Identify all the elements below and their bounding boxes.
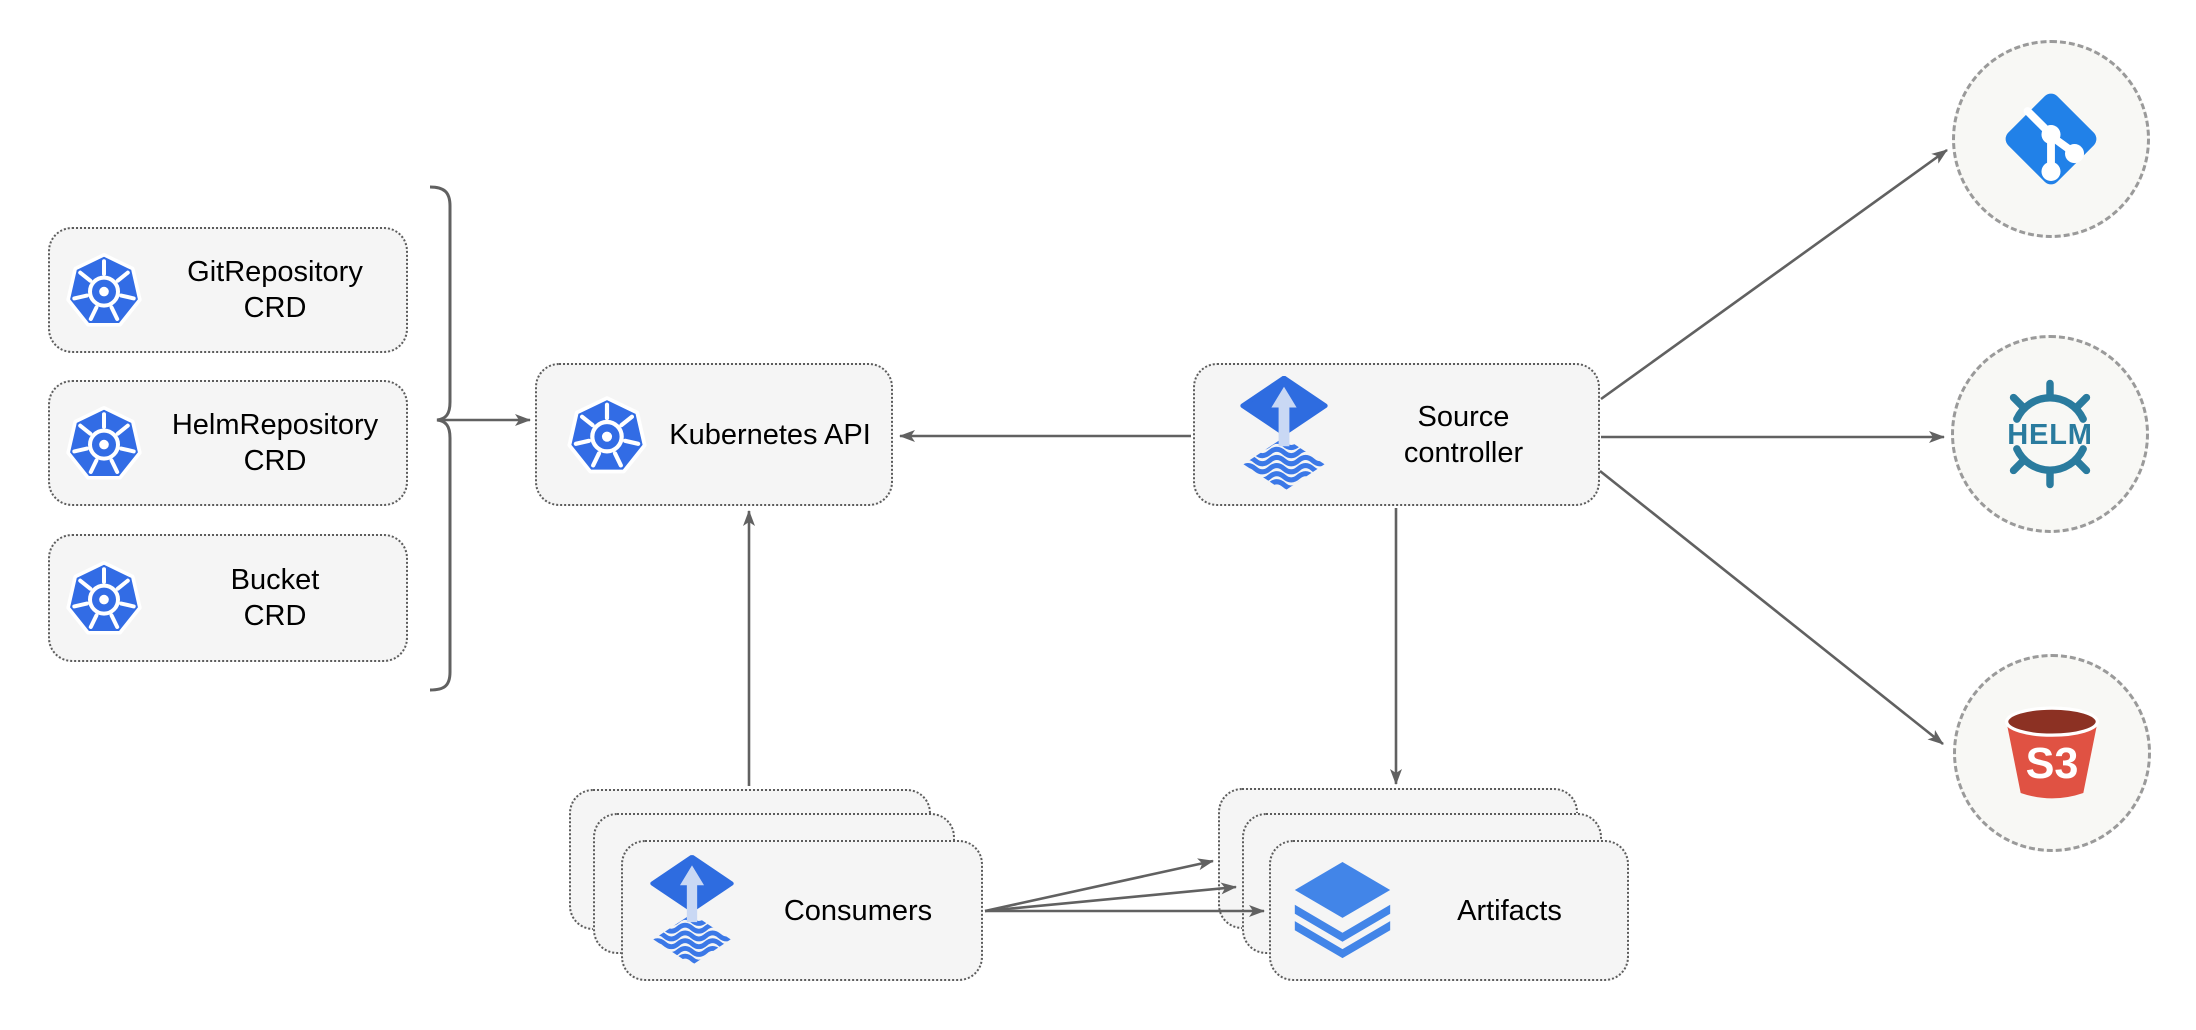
node-label-line: Artifacts [1457,894,1562,927]
crd-group-bracket [429,185,452,692]
node-label-line: Bucket [230,564,320,596]
bucket-crd-node: Bucket CRD [48,534,408,662]
node-label-line: HelmRepository [171,409,379,441]
arrow-consumers-to-artifacts-2 [984,882,1237,913]
arrow-consumers-to-artifacts-1 [984,858,1214,913]
node-label-line: CRD [243,292,307,324]
arrow-source-controller-to-git [1600,148,1948,401]
node-label-line: controller [1403,436,1524,469]
gitrepository-crd-node: GitRepository CRD [48,227,408,353]
node-label-line: GitRepository [187,256,363,288]
helmrepository-crd-node: HelmRepository CRD [48,380,408,506]
node-label-line: CRD [243,600,307,632]
helm-icon: HELM [1992,376,2108,492]
arrow-source-controller-to-s3 [1599,469,1944,746]
kubernetes-icon [64,558,144,638]
flux-icon [649,855,735,967]
artifacts-node: Artifacts [1269,840,1629,981]
gitrepository-crd-label: GitRepository CRD [144,254,406,326]
kubernetes-icon [565,393,649,477]
git-icon [1995,83,2107,195]
node-label-line: CRD [243,445,307,477]
s3-external-node: S3 [1953,654,2151,852]
helm-external-node: HELM [1951,335,2149,533]
node-label-line: Consumers [783,894,933,927]
helm-logo-text: HELM [2007,419,2092,451]
source-controller-node: Source controller [1193,363,1600,506]
node-label-line: Source [1417,400,1510,433]
kubernetes-api-label: Kubernetes API [649,417,891,453]
s3-logo-text: S3 [2026,740,2079,788]
node-label-line: Kubernetes API [669,418,871,451]
consumers-node: Consumers [621,840,983,981]
helmrepository-crd-label: HelmRepository CRD [144,407,406,479]
git-external-node [1952,40,2150,238]
s3-bucket-icon: S3 [1996,699,2108,807]
kubernetes-icon [64,250,144,330]
kubernetes-api-node: Kubernetes API [535,363,893,506]
kubernetes-icon [64,403,144,483]
flux-icon [1239,376,1329,493]
artifacts-label: Artifacts [1392,893,1627,929]
source-controller-label: Source controller [1329,399,1598,471]
consumers-label: Consumers [735,893,981,929]
bucket-crd-label: Bucket CRD [144,562,406,634]
layers-icon [1293,862,1392,959]
